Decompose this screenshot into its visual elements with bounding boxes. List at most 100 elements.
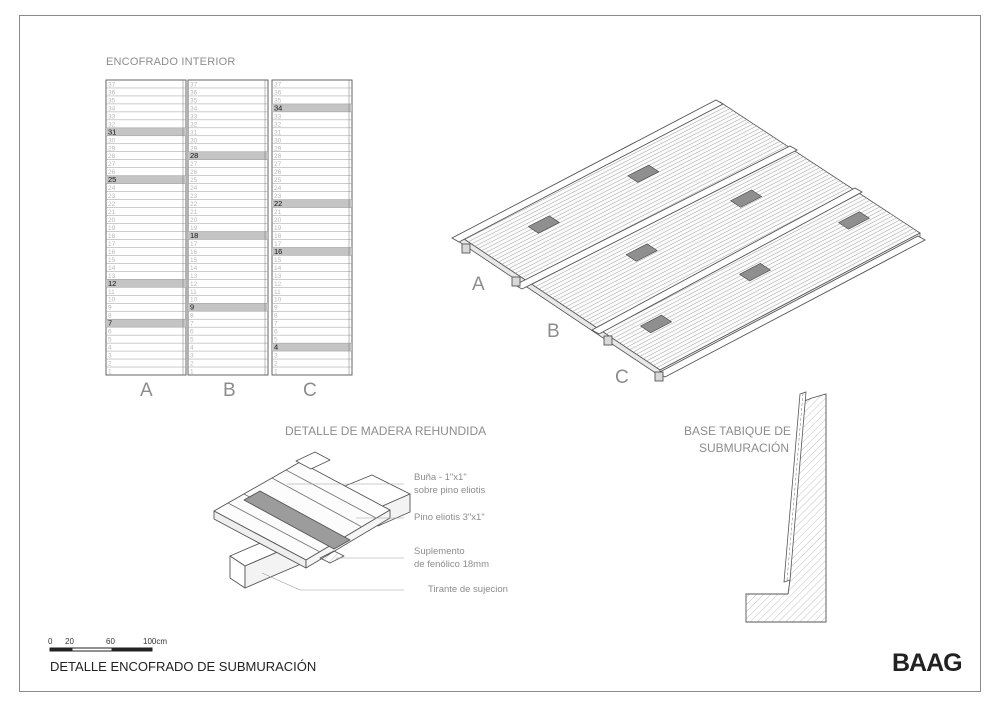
- strip-number: 21: [190, 209, 198, 216]
- callout-supplement-line1: Suplemento: [414, 546, 465, 557]
- strip-number: 18: [108, 233, 116, 240]
- strip-number: 21: [274, 209, 282, 216]
- iso-board-line: [488, 121, 751, 256]
- strip-number: 11: [108, 289, 115, 296]
- strip-number: 31: [108, 127, 116, 136]
- iso-board-line: [515, 138, 777, 274]
- strip-number: 21: [108, 209, 116, 216]
- strip-number: 17: [274, 241, 282, 248]
- iso-board-line: [602, 195, 864, 332]
- strip-number: 10: [274, 297, 282, 304]
- strip-number: 2: [274, 361, 278, 368]
- strip-number: 23: [190, 193, 198, 200]
- strip-number: 36: [108, 89, 116, 96]
- strip-number: 13: [108, 273, 116, 280]
- iso-board-line: [518, 141, 781, 276]
- strip-number: 23: [108, 193, 116, 200]
- iso-board-line: [552, 162, 814, 299]
- scale-tick-0: 0: [48, 637, 53, 646]
- iso-recessed-strip: [837, 211, 870, 230]
- callout-buna-line1: Buña - 1"x1": [414, 472, 467, 483]
- strip-number: 8: [190, 313, 194, 320]
- iso-board-line: [626, 210, 887, 348]
- strip-number: 24: [190, 185, 198, 192]
- iso-recessed-strip: [527, 215, 560, 234]
- strip-number: 3: [190, 353, 194, 360]
- iso-label-c: C: [615, 367, 629, 388]
- strip-number: 22: [274, 199, 282, 208]
- highlighted-strip: [188, 231, 268, 240]
- callout-pine-board: Pino eliotis 3"x1": [414, 512, 485, 523]
- strip-number: 10: [108, 297, 116, 304]
- strip-number: 29: [108, 145, 116, 152]
- strip-number: 33: [274, 113, 282, 120]
- strip-number: 35: [190, 97, 198, 104]
- strip-number: 33: [190, 113, 198, 120]
- highlighted-strip: [106, 175, 186, 184]
- strip-number: 20: [190, 217, 198, 224]
- iso-recessed-strip: [625, 243, 658, 262]
- iso-board-line: [498, 127, 761, 263]
- strip-number: 5: [274, 337, 278, 344]
- formwork-column-b: [187, 79, 269, 376]
- footer-title: DETALLE ENCOFRADO DE SUBMURACIÓN: [50, 659, 317, 674]
- strip-number: 19: [108, 225, 116, 232]
- callout-buna-line2: sobre pino eliotis: [414, 485, 486, 496]
- iso-board-line: [464, 106, 727, 240]
- strip-number: 30: [274, 137, 282, 144]
- strip-number: 33: [108, 113, 116, 120]
- strip-number: 15: [274, 257, 282, 264]
- iso-board-line: [606, 197, 867, 335]
- strip-number: 16: [274, 247, 282, 256]
- strip-number: 7: [274, 321, 278, 328]
- column-letter-b: B: [223, 380, 236, 401]
- strip-number: 32: [108, 121, 116, 128]
- strip-number: 22: [108, 201, 116, 208]
- section-title-line1: BASE TABIQUE DE: [684, 424, 791, 438]
- strip-number: 25: [108, 175, 116, 184]
- iso-board-line: [632, 215, 894, 353]
- strip-number: 17: [190, 241, 198, 248]
- strip-number: 27: [190, 161, 198, 168]
- interior-formwork-title: ENCOFRADO INTERIOR: [106, 56, 236, 68]
- strip-number: 12: [108, 279, 116, 288]
- scale-tick-100: 100cm: [143, 637, 168, 646]
- strip-number: 29: [274, 145, 282, 152]
- iso-recessed-strip: [730, 189, 763, 208]
- strip-number: 22: [190, 201, 198, 208]
- iso-recessed-strip: [640, 314, 673, 334]
- strip-number: 16: [108, 249, 116, 256]
- strip-number: 37: [108, 81, 116, 88]
- column-letter-c: C: [303, 380, 317, 401]
- iso-board-line: [609, 200, 871, 337]
- strip-number: 23: [274, 193, 282, 200]
- iso-board-line: [639, 219, 901, 357]
- strip-number: 9: [108, 305, 112, 312]
- highlighted-strip: [106, 319, 186, 328]
- iso-board-line: [555, 165, 817, 301]
- iso-board-line: [636, 217, 897, 355]
- strip-number: 27: [108, 161, 116, 168]
- strip-number: 5: [190, 337, 194, 344]
- iso-board-line: [501, 130, 764, 265]
- strip-number: 35: [274, 97, 282, 104]
- iso-board-line: [478, 114, 741, 249]
- callout-supplement-line2: de fenólico 18mm: [414, 559, 489, 570]
- iso-board-line: [505, 132, 767, 267]
- highlighted-strip: [106, 279, 186, 288]
- strip-number: 29: [190, 145, 198, 152]
- strip-number: 5: [108, 337, 112, 344]
- baag-logo: BAAG: [892, 649, 963, 677]
- iso-board-line: [643, 221, 904, 359]
- strip-number: 26: [190, 169, 198, 176]
- strip-number: 12: [274, 281, 282, 288]
- strip-number: 15: [190, 257, 198, 264]
- iso-board-line: [535, 151, 797, 287]
- strip-number: 6: [190, 329, 194, 336]
- strip-number: 4: [274, 343, 278, 352]
- sheet-border: [19, 15, 981, 692]
